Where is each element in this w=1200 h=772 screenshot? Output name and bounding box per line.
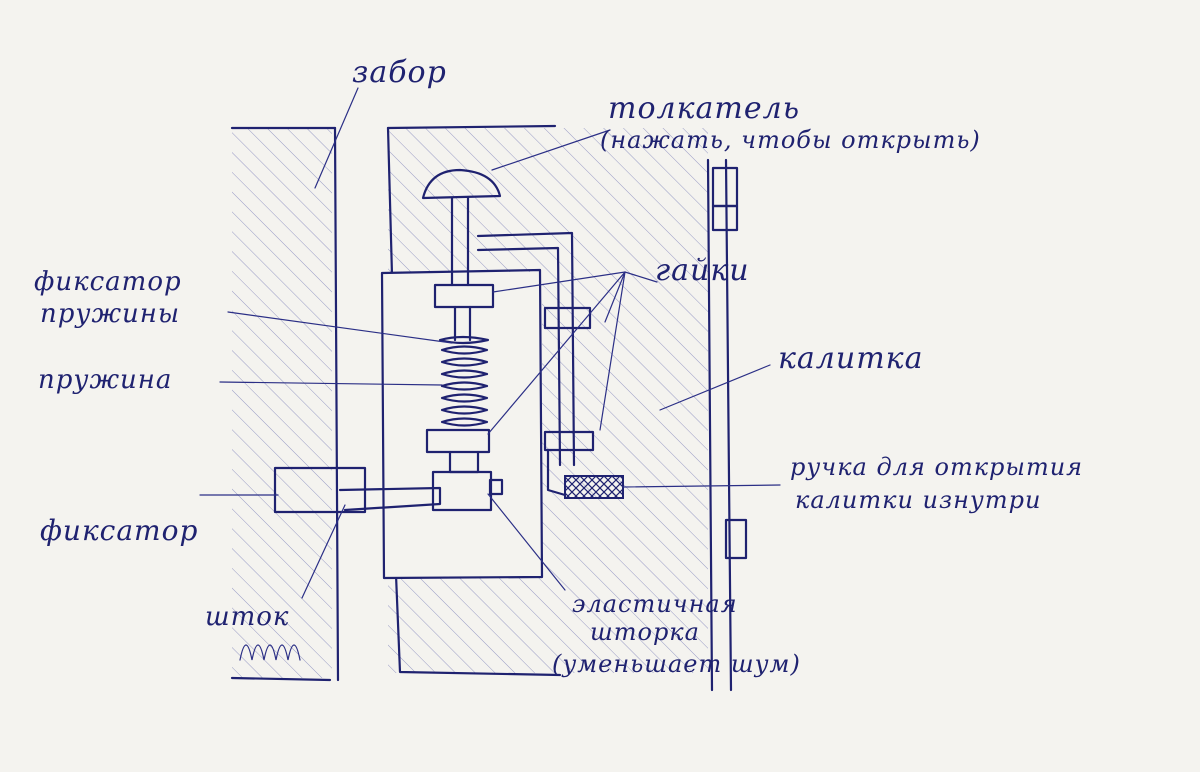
fence-post [230,126,340,682]
nuts [425,283,495,454]
spring-coils [440,345,489,427]
label-gate: калитка [778,341,923,376]
handle [564,475,624,499]
linkage [476,231,595,497]
label-handle-1: ручка для открытия [790,453,1083,481]
label-rod: шток [205,602,289,632]
label-cap-2: шторка [590,618,700,646]
label-cap-3: (уменьшает шум) [552,650,801,678]
label-nuts: гайки [655,253,750,288]
label-latch: фиксатор [40,514,198,547]
pusher [421,168,502,287]
label-spring: пружина [38,365,172,395]
label-handle-2: калитки изнутри [795,486,1041,514]
label-fence: забор [352,55,447,90]
label-pusher-2: (нажать, чтобы открыть) [600,126,981,154]
label-cap-1: эластичная [572,590,738,618]
labels: забор толкатель (нажать, чтобы открыть) … [34,55,1083,678]
label-pusher-1: толкатель [608,91,800,126]
label-spring-stop-1: фиксатор [34,267,182,297]
ground-marks [239,644,301,661]
leader-lines [199,87,781,599]
spring-stop [438,335,490,345]
latch-rod [273,466,504,514]
label-spring-stop-2: пружины [40,299,180,329]
